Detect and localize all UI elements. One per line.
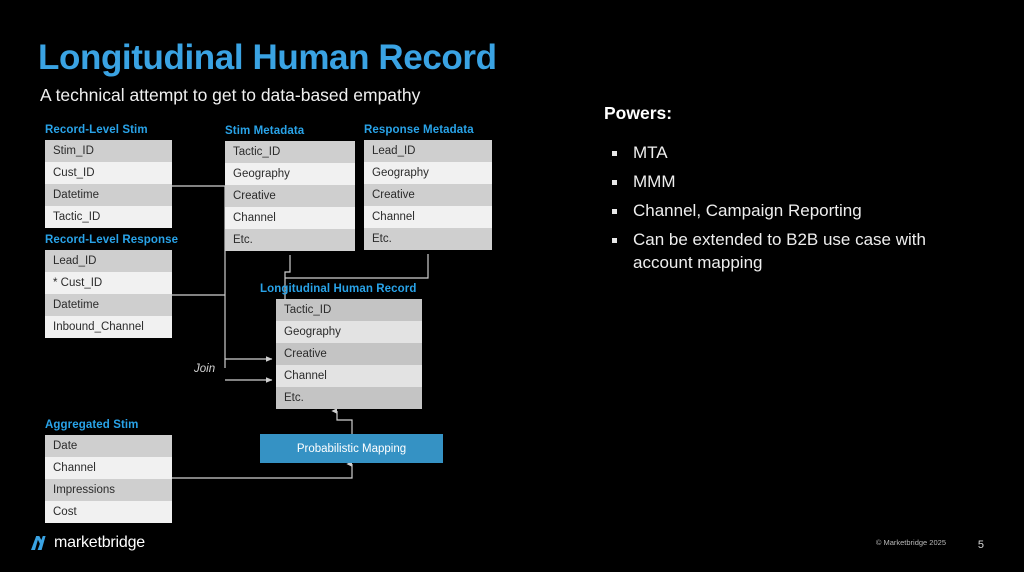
entity-longitudinal-human-record: Longitudinal Human Record Tactic_ID Geog… xyxy=(260,283,422,409)
table-row: Creative xyxy=(364,184,492,206)
powers-panel: Powers: MTA MMM Channel, Campaign Report… xyxy=(604,103,994,281)
page-title: Longitudinal Human Record xyxy=(38,38,497,77)
entity-response-metadata: Response Metadata Lead_ID Geography Crea… xyxy=(364,124,492,250)
list-item: Can be extended to B2B use case with acc… xyxy=(604,229,994,275)
field-cell: Lead_ID xyxy=(45,250,172,272)
field-cell: Lead_ID xyxy=(364,140,492,162)
table-row: Etc. xyxy=(276,387,422,409)
table-row: Creative xyxy=(276,343,422,365)
table-row: Etc. xyxy=(225,229,355,251)
field-cell: Tactic_ID xyxy=(276,299,422,321)
brand-logo: marketbridge xyxy=(30,534,145,552)
copyright-text: © Marketbridge 2025 xyxy=(875,538,946,547)
entity-label: Record-Level Stim xyxy=(45,124,148,136)
field-cell: Stim_ID xyxy=(45,140,172,162)
field-cell: Etc. xyxy=(364,228,492,250)
power-text: Channel, Campaign Reporting xyxy=(633,200,862,220)
field-cell: Date xyxy=(45,435,172,457)
table-row: Datetime xyxy=(45,184,172,206)
entity-label: Aggregated Stim xyxy=(45,419,139,431)
table-row: Geography xyxy=(225,163,355,185)
table-row: Tactic_ID xyxy=(225,141,355,163)
table-row: Tactic_ID xyxy=(45,206,172,228)
table-row: Channel xyxy=(225,207,355,229)
entity-label: Stim Metadata xyxy=(225,125,305,137)
table-row: Datetime xyxy=(45,294,172,316)
field-cell: Datetime xyxy=(45,294,172,316)
bullet-square-icon xyxy=(612,179,617,185)
page-number: 5 xyxy=(977,539,984,551)
field-cell: Channel xyxy=(225,207,355,229)
entity-aggregated-stim: Aggregated Stim Date Channel Impressions… xyxy=(45,419,172,523)
table-row: Impressions xyxy=(45,479,172,501)
powers-title: Powers: xyxy=(604,103,673,123)
table-row: * Cust_ID xyxy=(45,272,172,294)
entity-field-table: Lead_ID * Cust_ID Datetime Inbound_Chann… xyxy=(45,250,172,338)
entity-field-table: Tactic_ID Geography Creative Channel Etc… xyxy=(276,299,422,409)
table-row: Lead_ID xyxy=(45,250,172,272)
field-cell: Channel xyxy=(364,206,492,228)
bullet-square-icon xyxy=(612,208,617,214)
entity-label: Longitudinal Human Record xyxy=(260,283,417,295)
field-cell: Inbound_Channel xyxy=(45,316,172,338)
field-cell: Cost xyxy=(45,501,172,523)
table-row: Date xyxy=(45,435,172,457)
bullet-square-icon xyxy=(612,237,617,243)
probabilistic-mapping-label: Probabilistic Mapping xyxy=(296,442,407,455)
field-cell: Geography xyxy=(364,162,492,184)
table-row: Tactic_ID xyxy=(276,299,422,321)
field-cell: Etc. xyxy=(225,229,355,251)
entity-record-level-response: Record-Level Response Lead_ID * Cust_ID … xyxy=(45,234,179,338)
list-item: MMM xyxy=(604,171,994,194)
table-row: Stim_ID xyxy=(45,140,172,162)
table-row: Channel xyxy=(45,457,172,479)
title-block: Longitudinal Human Record A technical at… xyxy=(38,38,497,106)
entity-field-table: Lead_ID Geography Creative Channel Etc. xyxy=(364,140,492,250)
table-row: Creative xyxy=(225,185,355,207)
field-cell: Geography xyxy=(276,321,422,343)
table-row: Geography xyxy=(364,162,492,184)
field-cell: Creative xyxy=(364,184,492,206)
brand-logo-text: marketbridge xyxy=(54,534,145,551)
table-row: Lead_ID xyxy=(364,140,492,162)
table-row: Inbound_Channel xyxy=(45,316,172,338)
entity-field-table: Stim_ID Cust_ID Datetime Tactic_ID xyxy=(45,140,172,228)
table-row: Cust_ID xyxy=(45,162,172,184)
field-cell: Etc. xyxy=(276,387,422,409)
field-cell: Creative xyxy=(276,343,422,365)
field-cell: Cust_ID xyxy=(45,162,172,184)
table-row: Geography xyxy=(276,321,422,343)
field-cell: Channel xyxy=(276,365,422,387)
field-cell: Tactic_ID xyxy=(225,141,355,163)
page-subtitle: A technical attempt to get to data-based… xyxy=(40,84,421,105)
field-cell: Geography xyxy=(225,163,355,185)
entity-record-level-stim: Record-Level Stim Stim_ID Cust_ID Dateti… xyxy=(45,124,172,228)
list-item: MTA xyxy=(604,142,994,165)
field-cell: Creative xyxy=(225,185,355,207)
probabilistic-mapping-box: Probabilistic Mapping xyxy=(260,434,443,463)
power-text: Can be extended to B2B use case with acc… xyxy=(633,229,926,272)
table-row: Cost xyxy=(45,501,172,523)
entity-label: Record-Level Response xyxy=(45,234,179,246)
join-label: Join xyxy=(194,363,216,375)
entity-field-table: Tactic_ID Geography Creative Channel Etc… xyxy=(225,141,355,251)
table-row: Etc. xyxy=(364,228,492,250)
field-cell: Impressions xyxy=(45,479,172,501)
entity-stim-metadata: Stim Metadata Tactic_ID Geography Creati… xyxy=(225,125,355,251)
field-cell: Datetime xyxy=(45,184,172,206)
field-cell: Channel xyxy=(45,457,172,479)
bullet-square-icon xyxy=(612,151,617,156)
power-text: MTA xyxy=(633,143,668,162)
marketbridge-logo-icon xyxy=(31,536,46,550)
entity-field-table: Date Channel Impressions Cost xyxy=(45,435,172,523)
entity-label: Response Metadata xyxy=(364,124,474,136)
field-cell: Tactic_ID xyxy=(45,206,172,228)
table-row: Channel xyxy=(276,365,422,387)
table-row: Channel xyxy=(364,206,492,228)
list-item: Channel, Campaign Reporting xyxy=(604,200,994,223)
field-cell: * Cust_ID xyxy=(45,272,172,294)
power-text: MMM xyxy=(633,171,676,191)
